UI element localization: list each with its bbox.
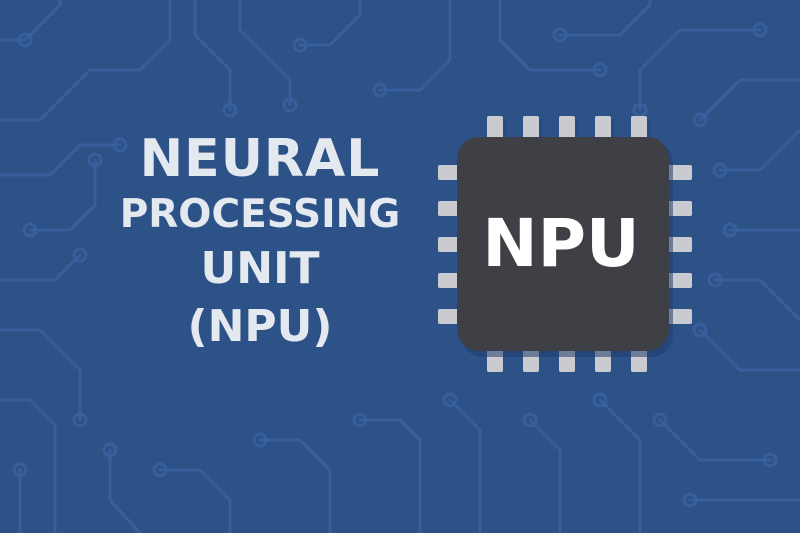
- npu-title: NEURAL PROCESSING UNIT (NPU): [95, 128, 425, 356]
- chip-body: [457, 137, 669, 351]
- title-line-unit: UNIT: [200, 243, 320, 294]
- microchip-icon: [438, 116, 692, 372]
- title-line-processing: PROCESSING: [119, 192, 401, 237]
- chip-label: NPU: [482, 204, 640, 282]
- title-line-neural: NEURAL: [139, 129, 381, 189]
- chip-pins-top: [487, 116, 647, 142]
- title-line-npu: (NPU): [187, 301, 333, 352]
